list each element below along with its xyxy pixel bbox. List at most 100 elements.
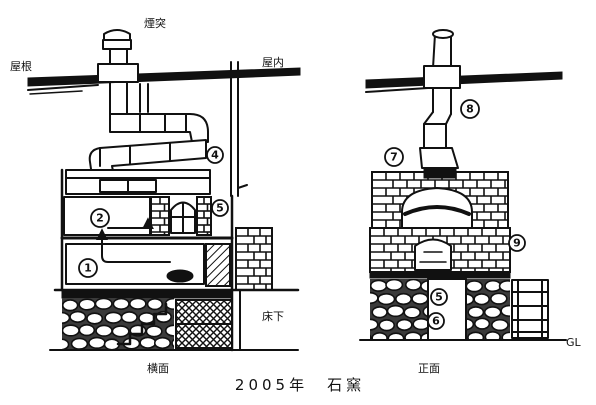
stone	[94, 298, 113, 310]
stone	[492, 345, 508, 356]
stone	[78, 324, 96, 337]
stone	[120, 311, 138, 324]
marker-9: 9	[508, 234, 526, 252]
stone	[501, 331, 510, 340]
brick-column	[150, 196, 170, 236]
indoor-wall	[230, 61, 248, 197]
stone	[168, 349, 174, 350]
svg-text:9: 9	[513, 237, 521, 250]
stone	[467, 306, 485, 319]
svg-text:7: 7	[390, 151, 398, 164]
svg-text:5: 5	[435, 291, 443, 304]
stone	[395, 292, 413, 306]
stone	[466, 280, 484, 293]
stone	[396, 318, 413, 331]
marker-4: 4	[206, 146, 224, 164]
stone	[62, 327, 64, 335]
stone	[183, 351, 198, 362]
flue-pipe-upper	[109, 113, 209, 143]
stone	[70, 337, 89, 350]
kiln-firebox-front	[369, 227, 511, 279]
stone	[62, 302, 63, 309]
stone	[129, 298, 147, 310]
heat-flow-arrow	[96, 228, 171, 263]
ground-level-label: GL	[566, 336, 582, 349]
stone-base	[353, 279, 430, 357]
stone	[466, 318, 475, 331]
stone	[491, 318, 509, 332]
stone	[153, 336, 172, 350]
svg-text:5: 5	[216, 202, 224, 215]
stone	[386, 304, 405, 318]
kiln-dome-front	[371, 167, 509, 229]
stone	[385, 279, 404, 291]
stone	[484, 331, 501, 340]
base-side	[44, 288, 300, 363]
stone	[44, 352, 60, 363]
steps	[116, 302, 168, 346]
roof-label: 屋根	[10, 59, 32, 73]
stone	[414, 346, 430, 357]
flue-base	[423, 167, 457, 179]
stone	[69, 310, 87, 323]
stone	[86, 312, 104, 325]
svg-text:6: 6	[432, 315, 440, 328]
stone	[62, 351, 77, 362]
svg-text:2: 2	[96, 212, 104, 225]
side-view-label: 横面	[147, 361, 169, 375]
stone	[509, 345, 526, 356]
indoor-label: 屋内	[262, 55, 284, 69]
stone	[370, 283, 371, 290]
stone	[353, 306, 368, 317]
marker-2: 2	[90, 208, 110, 228]
stone	[164, 324, 174, 337]
stone	[459, 345, 474, 356]
stone	[473, 317, 491, 330]
stone	[62, 299, 79, 312]
svg-text:4: 4	[211, 149, 219, 162]
stone	[112, 298, 130, 310]
stone	[78, 298, 96, 311]
marker-7: 7	[384, 147, 404, 167]
stone	[370, 291, 379, 305]
stone	[498, 280, 510, 293]
stone	[403, 306, 421, 319]
stone	[139, 336, 157, 349]
caption: 2005年 石窯	[235, 376, 365, 394]
stone	[378, 319, 396, 332]
stone	[146, 298, 164, 311]
marker-6: 6	[427, 312, 445, 330]
front-view-label: 正面	[418, 362, 440, 375]
stone	[412, 318, 428, 331]
hatched-panel	[205, 243, 231, 287]
stone	[422, 305, 428, 318]
stone	[95, 324, 113, 337]
stone	[474, 345, 490, 356]
stone-base	[459, 279, 526, 356]
stone	[136, 349, 141, 350]
stone	[490, 292, 508, 305]
stone	[104, 311, 123, 324]
front-view: 8 7 9 5 6	[353, 29, 567, 357]
stone	[371, 332, 388, 340]
stone	[500, 304, 510, 317]
roof-side	[27, 67, 301, 95]
chimney-side	[97, 29, 149, 115]
stone	[88, 336, 106, 349]
stone	[387, 332, 405, 340]
marker-5: 5	[211, 199, 229, 217]
base-front	[353, 278, 567, 357]
outer-brick-column	[235, 227, 273, 291]
stone	[397, 345, 413, 356]
svg-text:1: 1	[84, 262, 92, 275]
marker-1: 1	[78, 258, 98, 278]
marker-5-front: 5	[430, 288, 448, 306]
stone	[62, 338, 70, 350]
stone	[62, 311, 71, 325]
stone	[420, 280, 428, 293]
stone	[113, 352, 129, 363]
brick-column	[196, 196, 212, 236]
stone	[111, 325, 130, 338]
